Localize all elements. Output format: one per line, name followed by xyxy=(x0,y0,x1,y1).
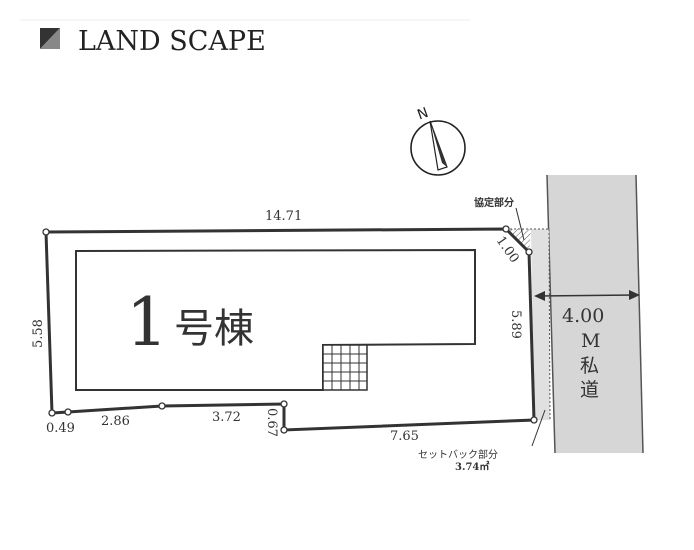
setback-leader-line xyxy=(531,409,546,447)
dim-bottom-a: 0.49 xyxy=(46,421,75,436)
setback-area-value: 3.74㎡ xyxy=(455,460,489,473)
setback-label: セットバック部分 xyxy=(418,448,498,461)
dim-right: 5.89 xyxy=(508,310,523,339)
boundary-markers xyxy=(42,225,538,434)
north-compass-icon: N xyxy=(410,105,466,176)
dim-bottom-c: 3.72 xyxy=(212,410,241,425)
road-edge-left xyxy=(546,174,556,454)
road-width-arrow xyxy=(534,290,640,301)
dim-bottom-step: 0.67 xyxy=(264,408,279,437)
header-square-icon xyxy=(40,28,60,49)
road-type-1: 私 xyxy=(580,355,599,377)
building-suffix: 号棟 xyxy=(174,306,254,352)
road-unit: M xyxy=(581,330,600,352)
compass-north-label: N xyxy=(415,105,430,124)
dim-left: 5.58 xyxy=(31,319,46,348)
building-number: 1 xyxy=(126,284,168,361)
header-title: LAND SCAPE xyxy=(78,26,266,57)
road-width: 4.00 xyxy=(562,305,604,327)
agreement-area-label: 協定部分 xyxy=(474,196,514,209)
dim-bottom-b: 2.86 xyxy=(101,414,130,429)
lot-boundary xyxy=(44,227,536,432)
road-type-2: 道 xyxy=(580,379,599,401)
agreement-leader-line xyxy=(515,207,525,241)
private-road xyxy=(547,175,643,453)
dim-bottom-d: 7.65 xyxy=(390,429,419,444)
road-edge-right xyxy=(635,174,644,454)
setback-area xyxy=(531,229,550,420)
dim-top: 14.71 xyxy=(265,209,302,224)
porch-grid xyxy=(322,344,368,391)
